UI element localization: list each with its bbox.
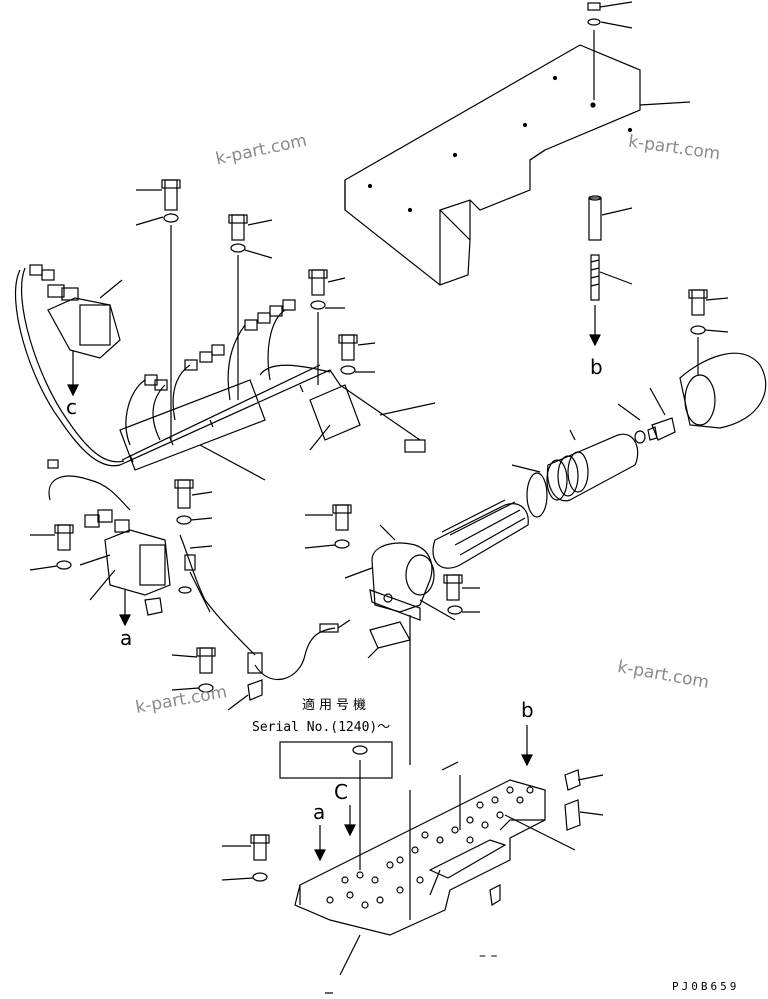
view-label-c-upper: c xyxy=(66,395,77,419)
small-plates xyxy=(171,621,411,711)
top-cover xyxy=(344,44,691,286)
serial-note-box xyxy=(279,741,393,779)
base-bolt xyxy=(221,834,270,882)
harness-bolts xyxy=(135,179,376,440)
base-plate xyxy=(294,761,576,976)
view-label-c-lower: c xyxy=(334,780,348,804)
solenoid-valve-upper xyxy=(47,279,123,397)
guard-cover xyxy=(679,289,767,429)
spacer-and-stud xyxy=(588,195,633,347)
view-label-a-left: a xyxy=(120,626,133,650)
serial-note-en: Serial No.(1240)～ xyxy=(252,720,391,735)
plate-fittings xyxy=(489,769,604,907)
view-label-b-upper: b xyxy=(590,355,603,379)
sensor-cable xyxy=(174,479,351,681)
drawing-code: PJ0B659 xyxy=(672,980,740,993)
cover-bolt xyxy=(587,1,633,100)
wiring-harness xyxy=(14,264,436,481)
view-arrows xyxy=(314,725,533,862)
view-label-b-lower: b xyxy=(521,698,534,722)
view-label-a-lower: a xyxy=(313,800,326,824)
serial-note-jp: 適用号機 xyxy=(302,698,371,713)
filter-housing xyxy=(304,387,676,621)
solenoid-valve-lower xyxy=(29,475,171,627)
bottom-dash: – – xyxy=(479,948,498,964)
